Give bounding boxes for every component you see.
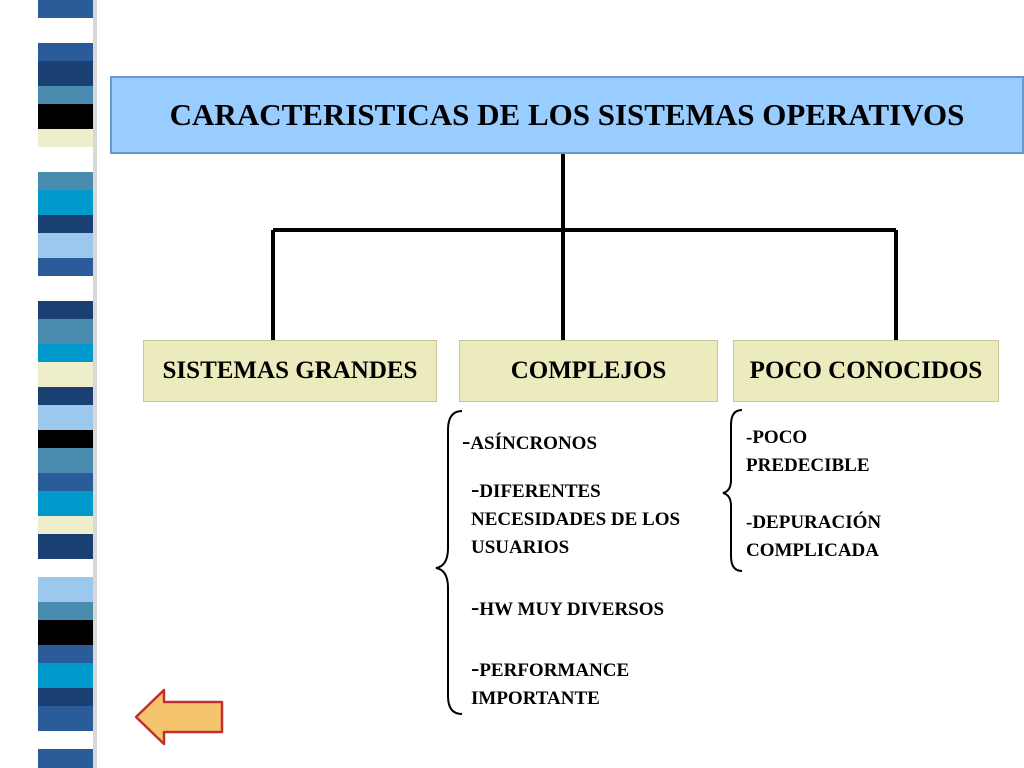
- back-arrow-button[interactable]: [134, 688, 226, 746]
- node-label: SISTEMAS GRANDES: [162, 357, 418, 384]
- stripe-segment: [38, 258, 93, 276]
- node-label: POCO CONOCIDOS: [749, 357, 983, 384]
- stripe-segment: [38, 276, 93, 301]
- stripe-segment: [38, 301, 93, 319]
- item-dash: -: [471, 594, 480, 621]
- complejos-item: -ASÍNCRONOS: [462, 428, 597, 458]
- poco-conocidos-item: -DEPURACIÓN COMPLICADA: [746, 509, 881, 565]
- item-line: -POCO: [746, 427, 808, 448]
- stripe-segment: [38, 387, 93, 405]
- item-dash: -: [471, 655, 480, 682]
- stripe-segment: [38, 215, 93, 233]
- stripe-segment: [38, 319, 93, 344]
- node-poco-conocidos: POCO CONOCIDOS: [733, 340, 999, 402]
- item-dash: -: [471, 476, 480, 503]
- stripe-segment: [38, 534, 93, 559]
- diagram-title-text: CARACTERISTICAS DE LOS SISTEMAS OPERATIV…: [169, 97, 965, 132]
- item-line: IMPORTANTE: [471, 688, 600, 709]
- left-arrow-icon: [134, 688, 224, 746]
- item-line: DIFERENTES: [479, 481, 601, 502]
- stripe-segment: [38, 190, 93, 215]
- item-dash: -: [462, 428, 471, 455]
- stripe-segment: [38, 645, 93, 663]
- diagram-title: CARACTERISTICAS DE LOS SISTEMAS OPERATIV…: [110, 76, 1024, 154]
- item-line: NECESIDADES DE LOS: [471, 509, 681, 530]
- decorative-stripe-bar: [0, 0, 120, 768]
- stripe-segment: [38, 233, 93, 258]
- stripe-segment: [38, 61, 93, 86]
- item-line: COMPLICADA: [746, 540, 879, 561]
- stripe-segment: [38, 18, 93, 43]
- stripe-segment: [38, 430, 93, 448]
- item-line: ASÍNCRONOS: [470, 433, 598, 454]
- stripe-segment: [38, 405, 93, 430]
- left-brace-complejos: [435, 410, 463, 715]
- stripe-segment: [38, 749, 93, 768]
- complejos-item: -PERFORMANCE IMPORTANTE: [471, 655, 629, 713]
- stripe-segment: [38, 491, 93, 516]
- stripe-segment: [38, 147, 93, 172]
- item-line: PREDECIBLE: [746, 455, 870, 476]
- stripe-segment: [38, 448, 93, 473]
- stripe-segment: [38, 516, 93, 534]
- stripe-segment: [38, 104, 93, 129]
- stripe-segment: [38, 362, 93, 387]
- poco-conocidos-item: -POCO PREDECIBLE: [746, 424, 870, 480]
- stripe-segment: [38, 706, 93, 731]
- complejos-item: -DIFERENTES NECESIDADES DE LOS USUARIOS: [471, 476, 680, 562]
- left-brace-poco-conocidos: [722, 409, 743, 572]
- stripe-segment: [38, 663, 93, 688]
- stripe-segment: [38, 86, 93, 104]
- item-line: -DEPURACIÓN: [746, 512, 882, 533]
- stripe-segment: [38, 43, 93, 61]
- item-line: PERFORMANCE: [479, 660, 630, 681]
- item-line: HW MUY DIVERSOS: [479, 599, 665, 620]
- stripe-segment: [38, 129, 93, 147]
- stripe-segment: [38, 0, 93, 18]
- stripe-segment: [38, 473, 93, 491]
- node-complejos: COMPLEJOS: [459, 340, 718, 402]
- stripe-segment: [38, 172, 93, 190]
- stripe-segment: [38, 731, 93, 749]
- stripe-segment: [38, 577, 93, 602]
- stripe-segment: [38, 688, 93, 706]
- stripe-segment: [38, 620, 93, 645]
- node-sistemas-grandes: SISTEMAS GRANDES: [143, 340, 437, 402]
- item-line: USUARIOS: [471, 537, 570, 558]
- stripe-segment: [38, 344, 93, 362]
- stripe-segment: [38, 559, 93, 577]
- stripe-segment: [38, 602, 93, 620]
- complejos-item: -HW MUY DIVERSOS: [471, 594, 664, 624]
- node-label: COMPLEJOS: [510, 357, 667, 384]
